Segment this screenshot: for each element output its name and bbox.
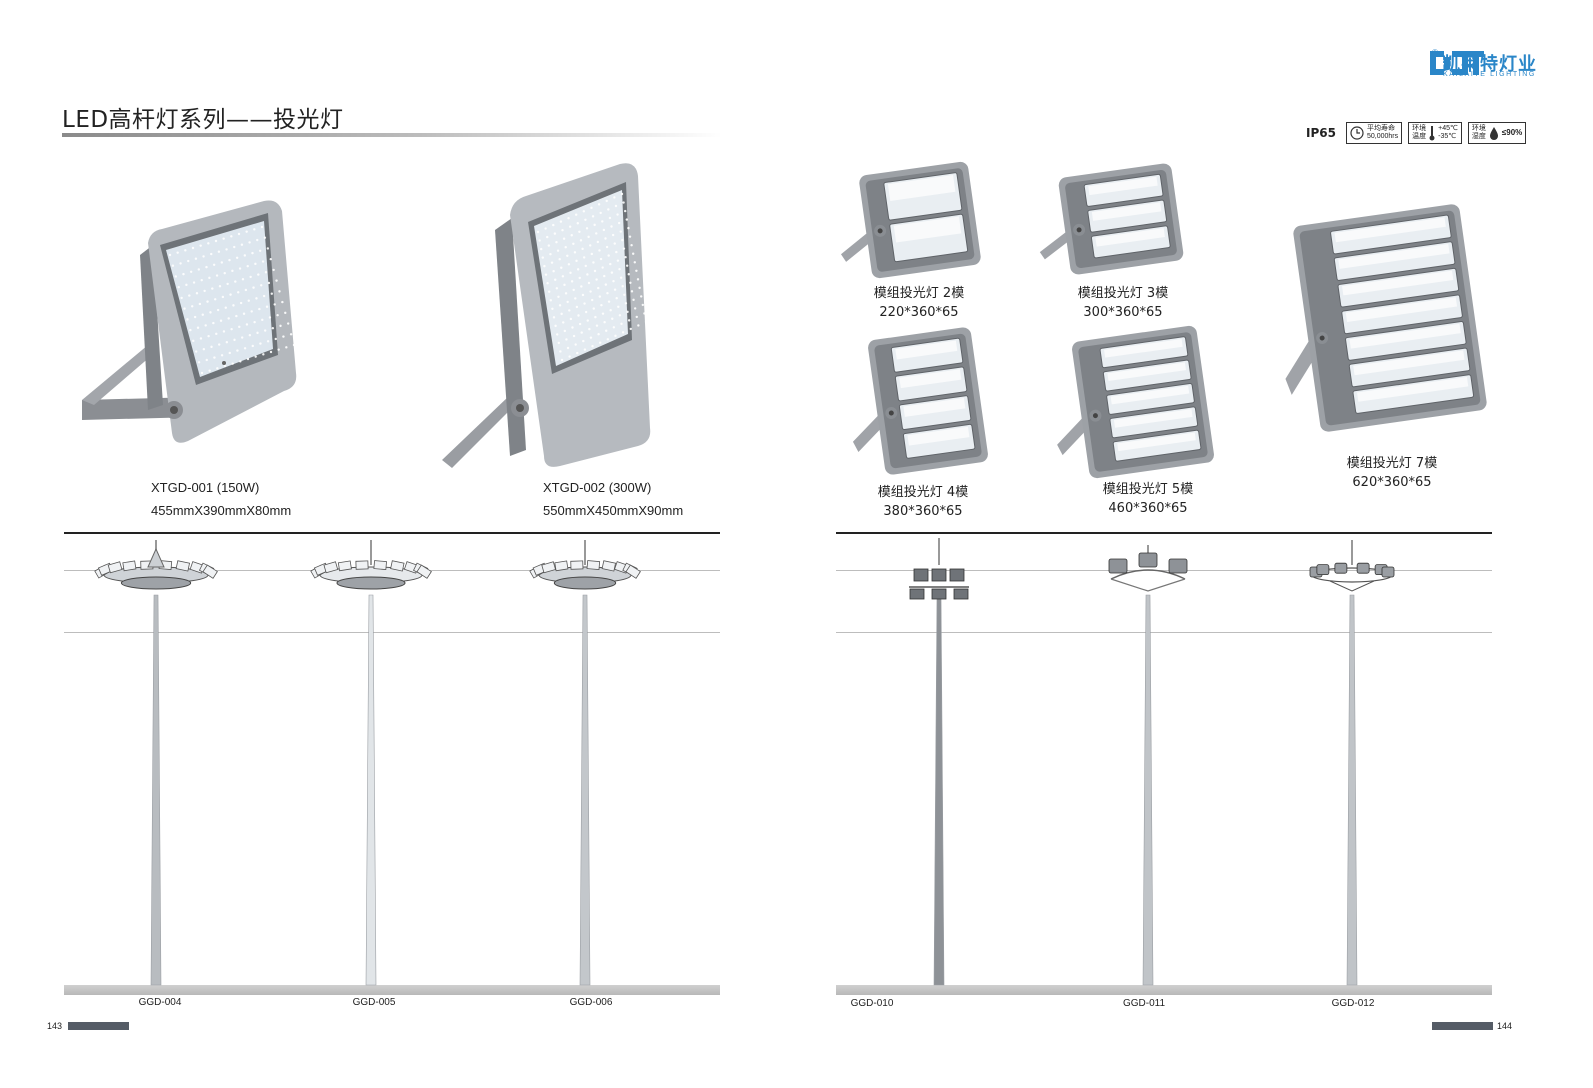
page-bar-right [1432, 1022, 1493, 1030]
floodlight-1-model: XTGD-001 (150W) [151, 480, 260, 495]
page-title: LED高杆灯系列——投光灯 [62, 107, 344, 133]
pole-ggd-005 [310, 540, 432, 986]
left-ground-strip [64, 985, 720, 995]
module-2-size: 220*360*65 [879, 305, 959, 320]
brand-name-en: KAILAITE LIGHTING [1443, 71, 1536, 78]
module-7-name: 模组投光灯 7模 [1346, 456, 1438, 471]
brand-name-cn: 凯莱特灯业 [1442, 54, 1537, 75]
registered-mark: ® [1432, 48, 1438, 57]
module-3-name: 模组投光灯 3模 [1077, 286, 1169, 301]
module-5-name: 模组投光灯 5模 [1102, 482, 1194, 497]
page-bar-left [68, 1022, 129, 1030]
temperature-badge: 环境 温度 +45℃ -35℃ [1408, 122, 1462, 144]
page-number-right: 144 [1497, 1021, 1513, 1031]
module-7-size: 620*360*65 [1352, 475, 1432, 490]
module-4-label: 模组投光灯 4模 380*360*65 [833, 483, 1013, 521]
pole-ggd-004 [94, 540, 218, 986]
module-4-floodlight [852, 327, 988, 475]
pole-label-ggd-005: GGD-005 [352, 997, 396, 1008]
thermometer-icon [1429, 126, 1435, 141]
temperature-min: -35℃ [1438, 133, 1457, 140]
lifetime-value: 50,000hrs [1366, 133, 1399, 140]
module-3-floodlight [1039, 163, 1184, 275]
module-5-size: 460*360*65 [1108, 501, 1188, 516]
module-2-label: 模组投光灯 2模 220*360*65 [829, 284, 1009, 322]
lifetime-label: 平均寿命 [1366, 125, 1395, 132]
module-5-label: 模组投光灯 5模 460*360*65 [1058, 480, 1238, 518]
floodlight-1-size: 455mmX390mmX80mm [151, 503, 292, 518]
humidity-label-2: 湿度 [1471, 133, 1486, 140]
droplet-icon [1489, 127, 1498, 140]
pole-label-ggd-011: GGD-011 [1122, 998, 1166, 1009]
module-4-name: 模组投光灯 4模 [877, 485, 969, 500]
module-2-floodlight [840, 161, 981, 279]
title-underline [62, 133, 722, 137]
floodlight-xtgd-002-image [442, 163, 651, 468]
humidity-label-1: 环境 [1471, 125, 1486, 132]
module-2-name: 模组投光灯 2模 [873, 286, 965, 301]
pole-label-ggd-006: GGD-006 [569, 997, 613, 1008]
pole-ggd-010 [909, 538, 969, 986]
module-3-label: 模组投光灯 3模 300*360*65 [1033, 284, 1213, 322]
right-ground-strip [836, 985, 1492, 995]
humidity-value: ≤90% [1501, 128, 1523, 137]
module-3-size: 300*360*65 [1083, 305, 1163, 320]
pole-ggd-006 [529, 540, 641, 986]
temperature-label-2: 温度 [1412, 133, 1427, 140]
pole-ggd-012 [1309, 540, 1395, 986]
brand-logo-icon [1430, 51, 1484, 75]
module-7-floodlight [1285, 204, 1487, 432]
right-section-divider [836, 532, 1492, 534]
pole-ggd-011 [1108, 545, 1188, 986]
left-section-divider [64, 532, 720, 534]
temperature-label-1: 环境 [1412, 125, 1427, 132]
floodlight-xtgd-001-image [82, 200, 297, 443]
temperature-max: +45℃ [1438, 125, 1458, 132]
page-number-left: 143 [47, 1021, 63, 1031]
spec-badges: IP65 平均寿命 50,000hrs 环境 温度 +45℃ -35℃ 环境 湿… [1306, 122, 1527, 144]
left-guide-lower [64, 632, 720, 633]
pole-label-ggd-012: GGD-012 [1331, 998, 1375, 1009]
ip-rating: IP65 [1306, 126, 1336, 140]
right-guide-upper [836, 570, 1492, 571]
pole-label-ggd-004: GGD-004 [138, 997, 182, 1008]
right-guide-lower [836, 632, 1492, 633]
module-5-floodlight [1057, 325, 1214, 479]
humidity-badge: 环境 湿度 ≤90% [1467, 122, 1527, 144]
module-7-label: 模组投光灯 7模 620*360*65 [1302, 454, 1482, 492]
module-4-size: 380*360*65 [883, 504, 963, 519]
clock-icon [1350, 126, 1364, 140]
floodlight-2-size: 550mmX450mmX90mm [543, 503, 684, 518]
lifetime-badge: 平均寿命 50,000hrs [1345, 122, 1403, 144]
floodlight-2-model: XTGD-002 (300W) [543, 480, 652, 495]
pole-label-ggd-010: GGD-010 [850, 998, 894, 1009]
